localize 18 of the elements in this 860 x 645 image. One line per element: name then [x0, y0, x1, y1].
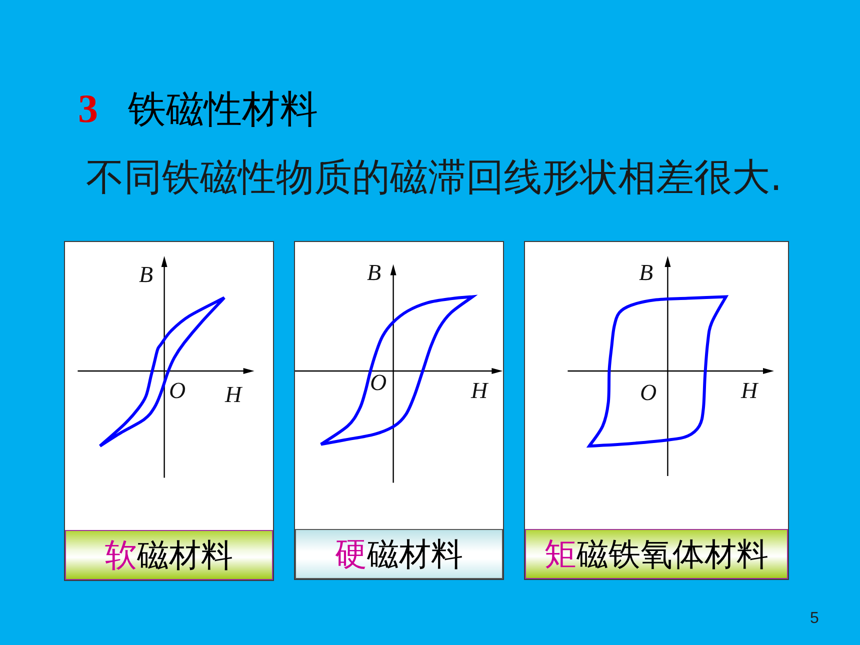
axis-label: H: [225, 383, 242, 406]
plot-panel: [294, 241, 504, 580]
origin-label: O: [370, 371, 387, 394]
axis-label: H: [471, 379, 488, 402]
axis-label: B: [367, 261, 382, 284]
axis-label: H: [741, 379, 758, 402]
plot-panel: [64, 241, 274, 581]
material-label-band: 矩磁铁氧体材料: [525, 529, 788, 579]
origin-label: O: [640, 381, 657, 404]
page-number: 5: [810, 609, 819, 629]
axis-label: B: [139, 263, 154, 286]
axis-label: B: [639, 261, 654, 284]
material-label-band: 硬磁材料: [295, 529, 503, 579]
slide-title: 3 铁磁性材料: [78, 85, 318, 133]
plot-panel: [524, 241, 789, 580]
material-label-band: 软磁材料: [65, 530, 273, 580]
origin-label: O: [169, 379, 186, 402]
description-text: 不同铁磁性物质的磁滞回线形状相差很大.: [86, 154, 782, 200]
